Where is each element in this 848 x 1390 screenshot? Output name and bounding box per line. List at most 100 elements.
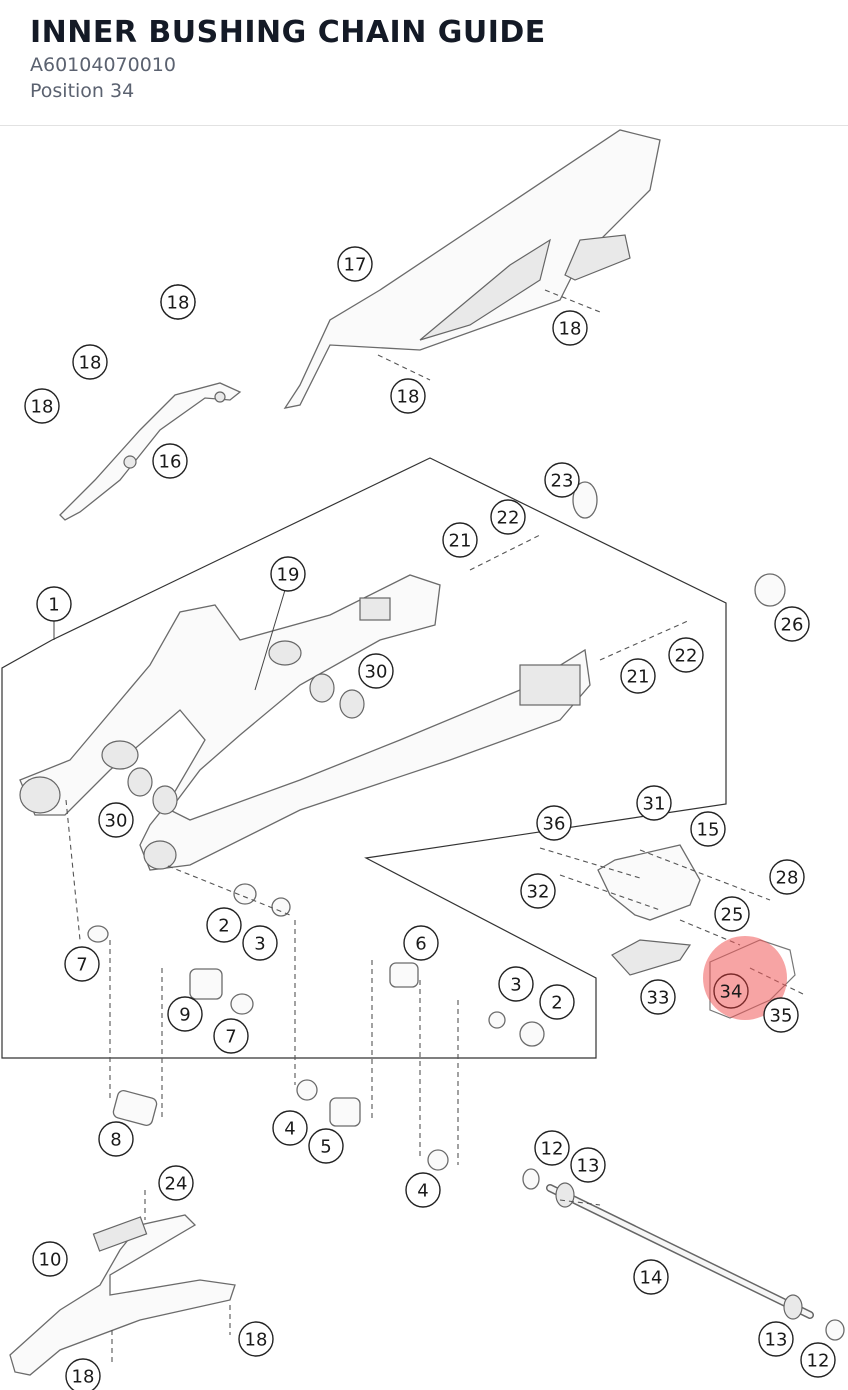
swingarm [19, 574, 591, 871]
callout-circle [308, 1128, 344, 1164]
callout-number: 4 [417, 1181, 428, 1202]
callout-circle [358, 653, 394, 689]
callout-1: 1 [36, 586, 72, 622]
callout-23: 23 [544, 462, 580, 498]
part-number: A60104070010 [30, 54, 176, 76]
callout-circle [65, 1358, 101, 1390]
callout-number: 1 [48, 595, 59, 616]
callout-number: 26 [781, 615, 804, 636]
callout-number: 14 [640, 1268, 663, 1289]
assembly-lines [65, 289, 806, 1365]
callout-number: 21 [627, 667, 650, 688]
callout-circle [668, 637, 704, 673]
callout-number: 12 [541, 1139, 564, 1160]
callout-24: 24 [158, 1165, 194, 1201]
callout-12: 12 [800, 1342, 836, 1378]
chain-guide-assembly [572, 481, 786, 976]
callout-circle [32, 1241, 68, 1277]
callout-number: 13 [577, 1156, 600, 1177]
callout-number: 28 [776, 868, 799, 889]
callout-22: 22 [668, 637, 704, 673]
callout-3: 3 [498, 966, 534, 1002]
position-label: Position 34 [30, 80, 135, 102]
callout-number: 18 [167, 293, 190, 314]
callout-number: 10 [39, 1250, 62, 1271]
callout-number: 2 [218, 916, 229, 937]
callout-circle [98, 802, 134, 838]
callout-circle [774, 606, 810, 642]
callout-7: 7 [64, 946, 100, 982]
callout-18: 18 [390, 378, 426, 414]
callout-circle [539, 984, 575, 1020]
callout-number: 4 [284, 1119, 295, 1140]
callout-circle [405, 1172, 441, 1208]
callout-18: 18 [552, 310, 588, 346]
callout-circle [490, 499, 526, 535]
callout-circle [36, 586, 72, 622]
callout-number: 30 [105, 811, 128, 832]
callout-group: 1718181818181816232221191263022213031361… [24, 246, 836, 1390]
callout-number: 33 [647, 988, 670, 1009]
callout-circle [238, 1321, 274, 1357]
callout-14: 14 [633, 1259, 669, 1295]
callout-circle [24, 388, 60, 424]
callout-number: 16 [159, 452, 182, 473]
callout-number: 18 [72, 1367, 95, 1388]
callout-36: 36 [536, 805, 572, 841]
callout-number: 22 [497, 508, 520, 529]
callout-circle [152, 443, 188, 479]
chain-slider-upper [59, 382, 242, 521]
callout-circle [690, 811, 726, 847]
bushings [87, 883, 545, 1171]
callout-number: 7 [225, 1027, 236, 1048]
callout-17: 17 [337, 246, 373, 282]
callout-5: 5 [308, 1128, 344, 1164]
callout-number: 3 [254, 934, 265, 955]
callout-4: 4 [272, 1110, 308, 1146]
callout-circle [72, 344, 108, 380]
callout-18: 18 [65, 1358, 101, 1390]
leader-19 [254, 589, 286, 691]
callout-circle [206, 907, 242, 943]
callout-18: 18 [24, 388, 60, 424]
callout-2: 2 [206, 907, 242, 943]
chain-slider-lower [9, 1214, 236, 1376]
callout-number: 23 [551, 471, 574, 492]
callout-8: 8 [98, 1121, 134, 1157]
callout-circle [620, 658, 656, 694]
callout-19: 19 [270, 556, 306, 592]
callout-16: 16 [152, 443, 188, 479]
assembly-frame [1, 457, 727, 1059]
callout-number: 18 [559, 319, 582, 340]
callout-circle [714, 896, 750, 932]
callout-circle [544, 462, 580, 498]
callout-circle [636, 785, 672, 821]
callout-number: 18 [397, 387, 420, 408]
callout-number: 3 [510, 975, 521, 996]
callout-number: 19 [277, 565, 300, 586]
callout-circle [390, 378, 426, 414]
callout-31: 31 [636, 785, 672, 821]
callout-number: 32 [527, 882, 550, 903]
callout-circle [552, 310, 588, 346]
callout-2: 2 [539, 984, 575, 1020]
callout-circle [520, 873, 556, 909]
callout-circle [534, 1130, 570, 1166]
callout-number: 13 [765, 1330, 788, 1351]
callout-circle [763, 997, 799, 1033]
callout-number: 36 [543, 814, 566, 835]
callout-10: 10 [32, 1241, 68, 1277]
callout-13: 13 [570, 1147, 606, 1183]
callout-number: 5 [320, 1137, 331, 1158]
callout-circle [272, 1110, 308, 1146]
callout-34[interactable]: 34 [713, 973, 749, 1009]
callout-13: 13 [758, 1321, 794, 1357]
callout-circle [442, 522, 478, 558]
callout-number: 21 [449, 531, 472, 552]
callout-3: 3 [242, 925, 278, 961]
callout-21: 21 [620, 658, 656, 694]
callout-number: 31 [643, 794, 666, 815]
callout-number: 2 [551, 993, 562, 1014]
callout-number: 9 [179, 1005, 190, 1026]
callout-circle [713, 973, 749, 1009]
